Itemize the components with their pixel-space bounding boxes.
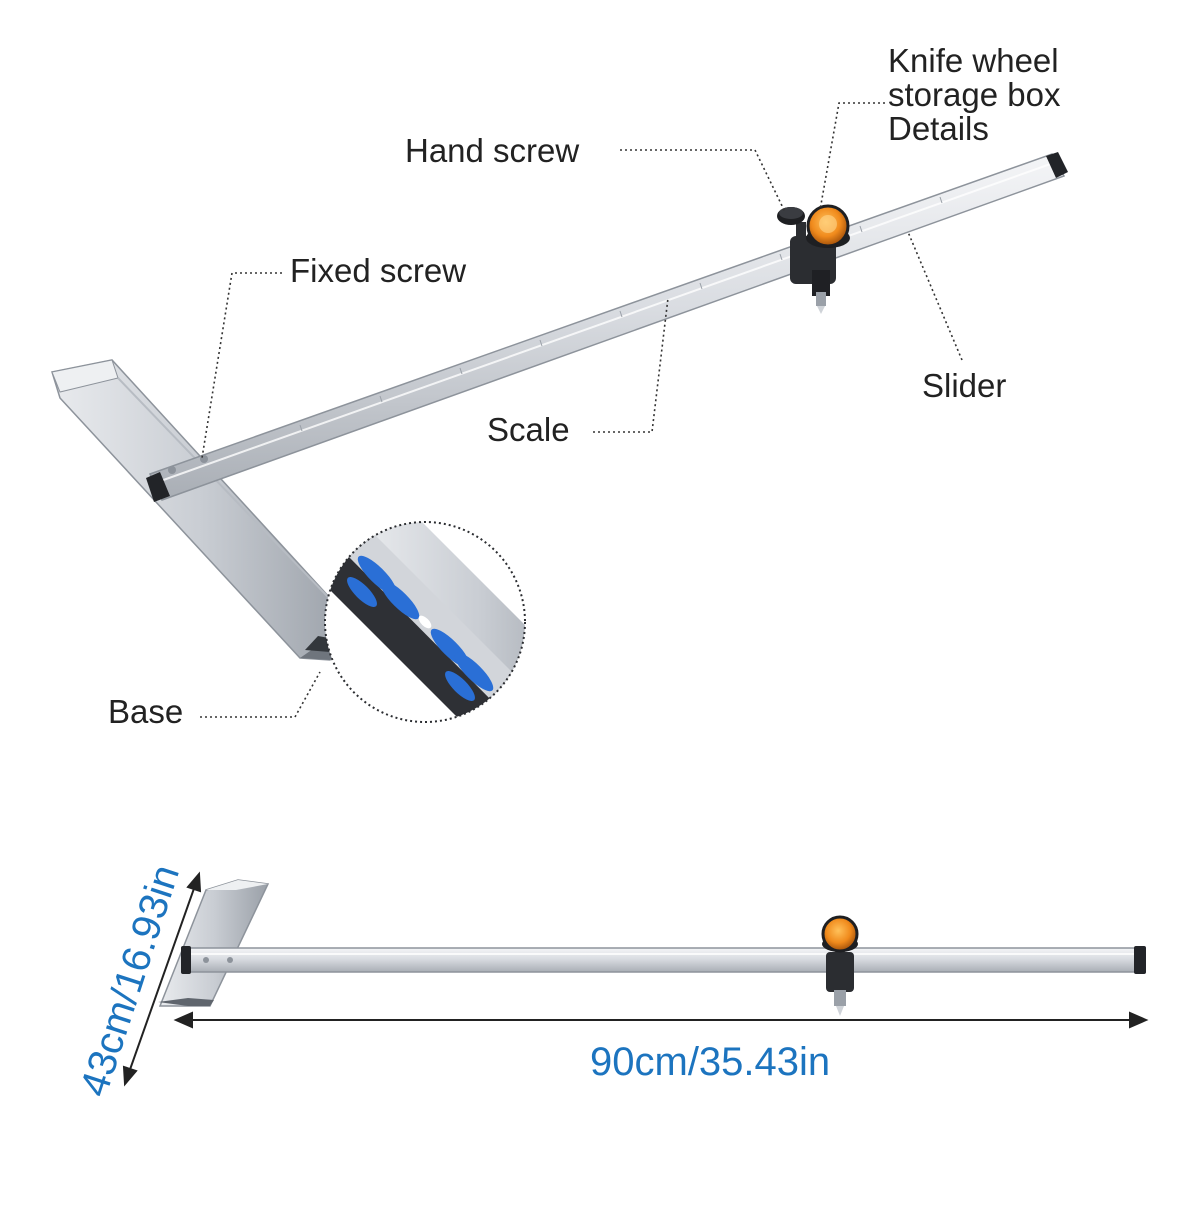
label-base: Base — [108, 693, 184, 730]
label-knife-wheel-storage-box: Knife wheel storage box Details — [888, 44, 1060, 146]
label-line-2: storage box — [888, 76, 1061, 113]
width-dimension-arrow — [122, 871, 202, 1087]
label-line-3: Details — [888, 110, 989, 147]
blue-wheels — [347, 555, 494, 701]
slider-assembly-bottom — [821, 915, 859, 1016]
label-slider: Slider — [922, 367, 1007, 404]
detail-magnifier — [324, 521, 526, 723]
main-arm-bottom — [181, 946, 1146, 974]
label-hand-screw: Hand screw — [405, 132, 580, 169]
base-rail-bottom — [158, 879, 270, 1007]
slider-assembly — [777, 204, 850, 314]
length-dimension-arrow — [173, 1011, 1149, 1029]
main-arm — [146, 152, 1068, 502]
knife-wheel-storage-box — [806, 204, 850, 248]
length-dimension-label: 90cm/35.43in — [590, 1040, 831, 1084]
hand-screw — [777, 207, 806, 240]
label-fixed-screw: Fixed screw — [290, 252, 467, 289]
label-scale: Scale — [487, 411, 570, 448]
label-line-1: Knife wheel — [888, 42, 1059, 79]
fixed-screw-1 — [168, 466, 176, 474]
leader-lines — [200, 102, 963, 718]
scale-ticks — [299, 196, 943, 432]
base-rail — [51, 359, 353, 661]
fixed-screw-2 — [200, 455, 208, 463]
